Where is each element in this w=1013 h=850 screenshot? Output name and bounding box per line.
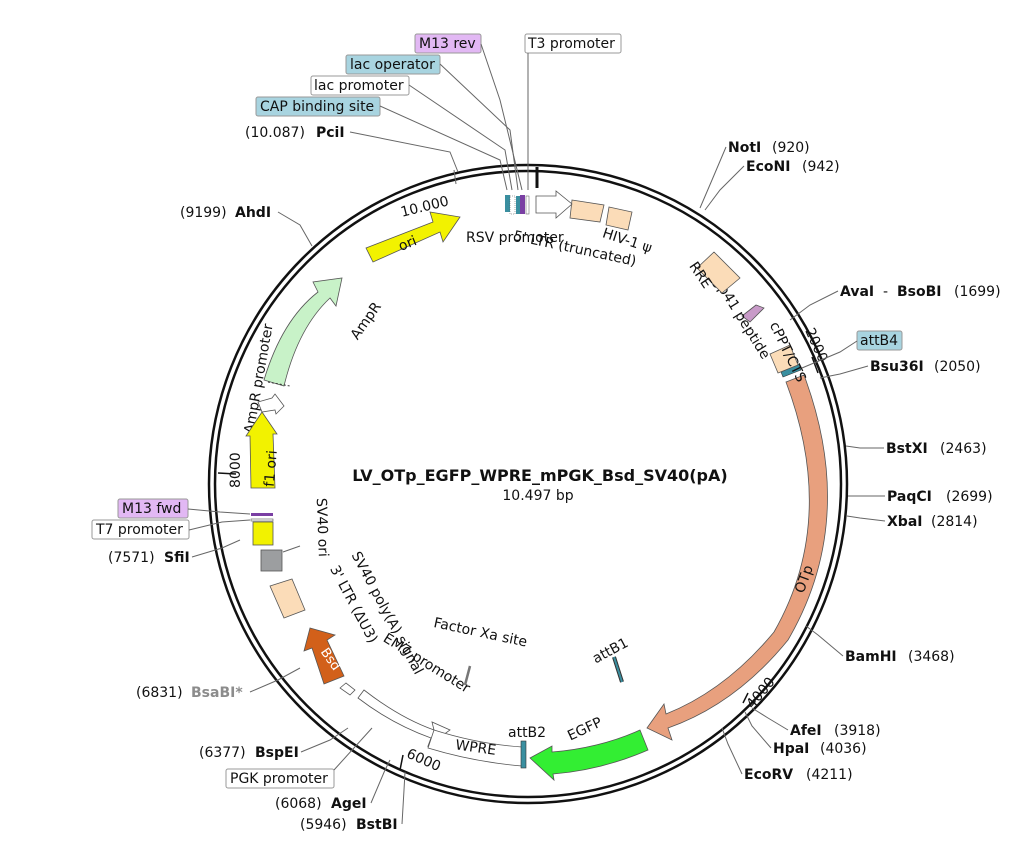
hiv-psi-feature[interactable] (605, 206, 633, 231)
bsabi-site[interactable]: BsaBI* (191, 685, 243, 701)
ltr5-feature[interactable] (569, 199, 605, 223)
sv40-polya-feature[interactable] (260, 549, 283, 572)
attb1-label: attB1 (590, 635, 631, 667)
ahdi-site[interactable]: AhdI (235, 205, 271, 221)
tick-8000: 8000 (228, 452, 244, 488)
paqci-site[interactable]: PaqCI (887, 489, 932, 505)
afei-site[interactable]: AfeI (790, 723, 822, 739)
ampr-label: AmpR (348, 299, 385, 343)
sfii-site[interactable]: SfiI (164, 550, 190, 566)
agei-pos: (6068) (275, 796, 322, 812)
sv40-ori-feature[interactable] (252, 521, 274, 546)
plasmid-name: LV_OTp_EGFP_WPRE_mPGK_Bsd_SV40(pA) (352, 466, 727, 485)
attb4-box[interactable]: attB4 (860, 333, 898, 349)
plasmid-size: 10.497 bp (502, 488, 573, 504)
lac-promoter-mark (509, 195, 516, 215)
attb2-label: attB2 (508, 725, 546, 741)
cppt-feature[interactable] (769, 344, 799, 374)
egfp-label: EGFP (565, 715, 605, 745)
bamhi-pos: (3468) (908, 649, 955, 665)
pgk-promoter-box[interactable]: PGK promoter (230, 771, 328, 787)
wpre-label: WPRE (454, 737, 497, 759)
attb2-mark (520, 740, 527, 769)
gp41-feature[interactable] (741, 304, 765, 323)
tick-2000: 2000 (801, 326, 830, 365)
ecorv-site[interactable]: EcoRV (744, 767, 793, 783)
pcii-site[interactable]: PciI (316, 125, 345, 141)
em7-label: EM7 promoter (380, 630, 473, 696)
f1-ori-feature[interactable] (245, 411, 278, 489)
t3-promoter-box[interactable]: T3 promoter (527, 36, 615, 52)
pgk-promoter-feature[interactable] (357, 689, 451, 748)
avai-sep: - (883, 284, 888, 300)
m13-rev-mark (520, 195, 525, 214)
egfp-feature[interactable] (529, 729, 649, 782)
ampr-feature[interactable] (263, 277, 343, 387)
hpai-site[interactable]: HpaI (773, 741, 809, 757)
xbai-site[interactable]: XbaI (887, 514, 922, 530)
agei-site[interactable]: AgeI (331, 796, 367, 812)
bstbi-pos: (5946) (300, 817, 347, 833)
avai-site[interactable]: AvaI (840, 284, 874, 300)
bstxi-site[interactable]: BstXI (886, 441, 928, 457)
noti-site[interactable]: NotI (728, 140, 761, 156)
ori-label: ori (396, 233, 419, 255)
lac-promoter-box[interactable]: lac promoter (314, 78, 404, 94)
noti-pos: (920) (772, 140, 810, 156)
sfii-pos: (7571) (108, 550, 155, 566)
rre-feature[interactable] (696, 251, 741, 294)
bspei-pos: (6377) (199, 745, 246, 761)
avai-pos: (1699) (954, 284, 1001, 300)
bsu36i-pos: (2050) (934, 359, 981, 375)
t3-mark (525, 195, 530, 215)
ampr-promoter-feature[interactable] (257, 393, 285, 415)
bamhi-site[interactable]: BamHI (845, 649, 897, 665)
t7-promoter-box[interactable]: T7 promoter (95, 522, 183, 538)
cap-binding-box[interactable]: CAP binding site (260, 99, 374, 115)
ecorv-pos: (4211) (806, 767, 853, 783)
pcii-pos: (10.087) (245, 125, 305, 141)
bsobi-site[interactable]: BsoBI (897, 284, 942, 300)
sv40-ori-label: SV40 ori (313, 498, 331, 557)
rsv-promoter-feature[interactable] (535, 190, 573, 219)
m13-fwd-box[interactable]: M13 fwd (122, 501, 181, 517)
econi-pos: (942) (802, 159, 840, 175)
bstbi-site[interactable]: BstBI (356, 817, 398, 833)
ori-feature[interactable] (365, 211, 461, 263)
em7-feature[interactable] (339, 682, 356, 696)
factor-xa-label: Factor Xa site (432, 615, 528, 650)
ahdi-pos: (9199) (180, 205, 227, 221)
bsd-feature[interactable] (303, 627, 345, 685)
bsu36i-site[interactable]: Bsu36I (870, 359, 924, 375)
cap-mark (505, 195, 510, 212)
f1-ori-label: f1 ori (262, 450, 281, 488)
rsv-promoter-label: RSV promoter (466, 230, 564, 246)
xbai-pos: (2814) (931, 514, 978, 530)
paqci-pos: (2699) (946, 489, 993, 505)
bsabi-pos: (6831) (136, 685, 183, 701)
t7-mark (250, 518, 274, 522)
bstxi-pos: (2463) (940, 441, 987, 457)
afei-pos: (3918) (834, 723, 881, 739)
m13-rev-box[interactable]: M13 rev (419, 36, 476, 52)
econi-site[interactable]: EcoNI (746, 159, 790, 175)
ltr3-feature[interactable] (269, 578, 306, 619)
hpai-pos: (4036) (820, 741, 867, 757)
m13-fwd-mark (251, 513, 273, 516)
lac-operator-box[interactable]: lac operator (350, 57, 435, 73)
lac-operator-mark (516, 196, 520, 214)
otp-feature[interactable] (646, 374, 828, 741)
bspei-site[interactable]: BspEI (255, 745, 299, 761)
